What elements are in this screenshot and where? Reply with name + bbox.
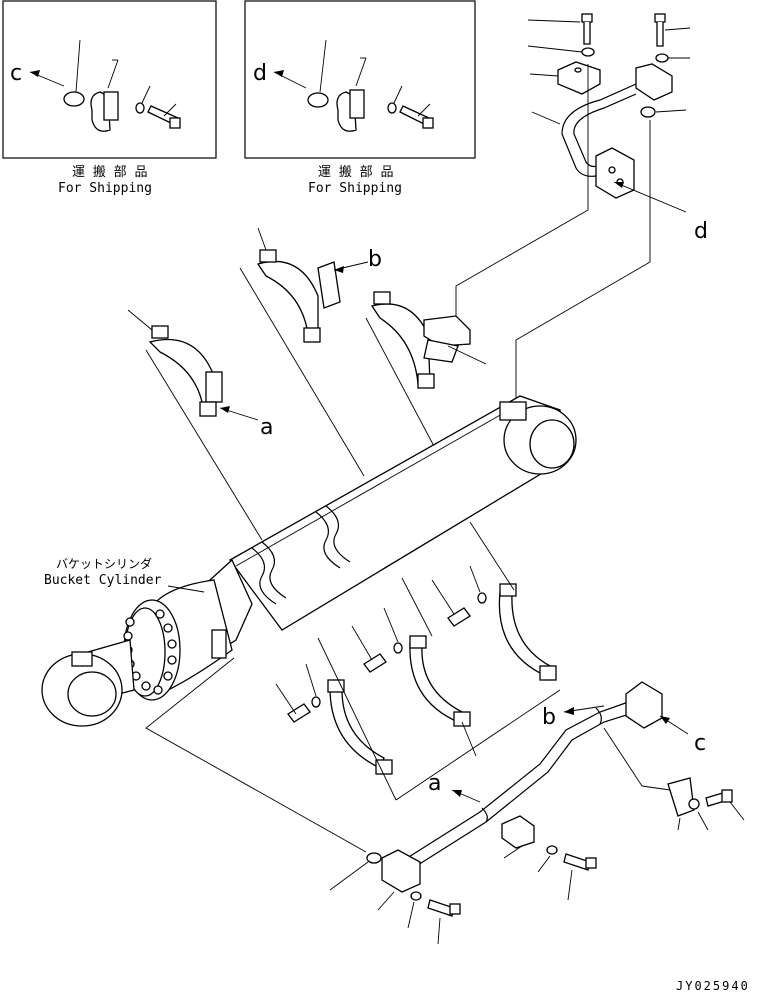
- clamp-upper-middle: b: [239, 227, 382, 477]
- shipping-box-2-caption-jp: 運 搬 部 品: [318, 165, 393, 180]
- cylinder-label-jp: バケットシリンダ: [56, 556, 152, 571]
- callout-a-lower: a: [428, 771, 441, 796]
- lower-pipe-assembly: b c a: [145, 657, 745, 945]
- shipping-box-2-letter: d: [253, 61, 267, 86]
- shipping-box-1-caption-en: For Shipping: [58, 181, 152, 196]
- callout-a-upper: a: [260, 415, 273, 440]
- callout-d-right: d: [694, 219, 708, 244]
- shipping-box-1-caption-jp: 運 搬 部 品: [72, 165, 147, 180]
- shipping-box-1-letter: c: [10, 61, 22, 86]
- clamp-lower-3: [431, 521, 557, 681]
- clamp-upper-bracket: [365, 291, 487, 451]
- clamp-lower-1: [275, 637, 397, 801]
- callout-b-upper: b: [368, 247, 382, 272]
- upper-pipe-assembly: d: [455, 13, 708, 400]
- clamp-lower-2: [351, 577, 477, 757]
- cylinder-label-en: Bucket Cylinder: [44, 573, 162, 588]
- drawing-code: JY025940: [676, 979, 750, 993]
- shipping-box-2-caption-en: For Shipping: [308, 181, 402, 196]
- clamp-upper-left: a: [127, 309, 273, 541]
- bucket-cylinder: バケットシリンダ Bucket Cylinder: [41, 395, 577, 727]
- callout-b-lower: b: [542, 705, 556, 730]
- shipping-box-1: c 運 搬 部 品 For Shipping: [2, 0, 217, 196]
- callout-c-lower: c: [694, 731, 706, 756]
- shipping-box-2: d 運 搬 部 品 For Shipping: [244, 0, 476, 196]
